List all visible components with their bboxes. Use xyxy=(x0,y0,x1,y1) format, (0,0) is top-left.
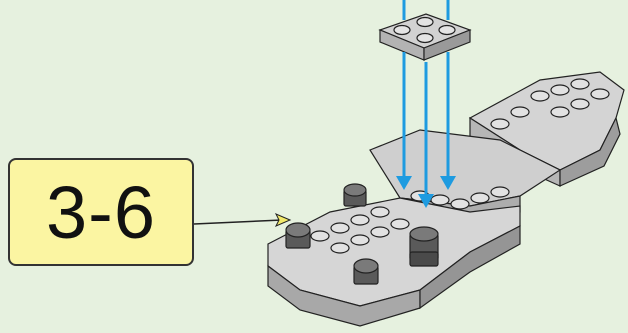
lego-plate-icon xyxy=(378,13,472,61)
lego-model-icon xyxy=(267,71,625,327)
pointer-arrow-icon xyxy=(193,213,292,227)
step-number: 3-6 xyxy=(46,170,156,254)
placement-arrow-icon xyxy=(396,0,456,208)
step-number-box: 3-6 xyxy=(8,158,194,266)
